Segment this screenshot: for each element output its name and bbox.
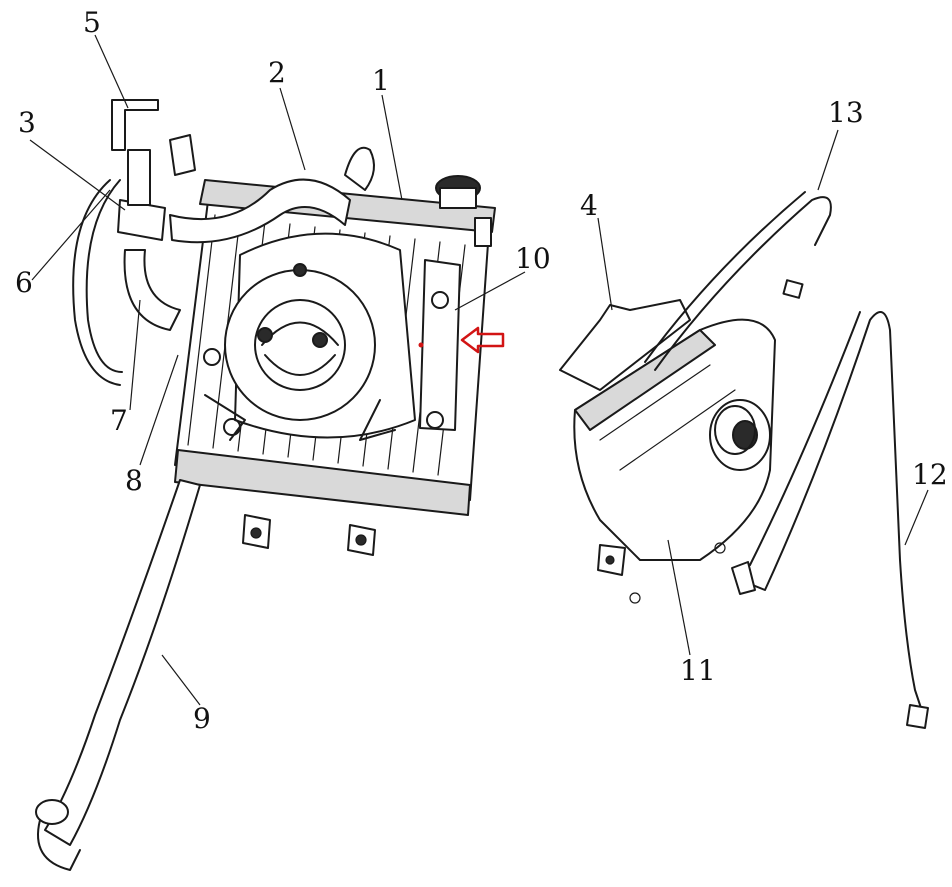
- pointer-arrow-icon: [418, 326, 505, 354]
- callout-6: 6: [15, 266, 33, 299]
- callout-1: 1: [372, 64, 390, 97]
- callout-12: 12: [912, 458, 948, 491]
- callout-11: 11: [680, 654, 716, 687]
- leader-lines: [29, 34, 929, 706]
- overflow-hose: [72, 179, 121, 386]
- fan-hub: [224, 269, 376, 421]
- callout-8: 8: [125, 464, 143, 497]
- callout-4: 4: [580, 189, 598, 222]
- callout-labels: 1 2 3 4 5 6 7 8 9 10 11 12 13: [15, 6, 948, 735]
- callout-5: 5: [83, 6, 101, 39]
- radiator-cap: [435, 175, 481, 209]
- callout-7: 7: [110, 404, 128, 437]
- callout-10: 10: [515, 242, 551, 275]
- lower-hose: [44, 479, 201, 846]
- expansion-tank-assembly: [559, 191, 929, 729]
- callout-13: 13: [828, 96, 864, 129]
- upper-hose: [169, 178, 351, 244]
- tank-hose-12: [739, 311, 926, 721]
- callout-9: 9: [193, 702, 211, 735]
- callout-3: 3: [18, 106, 36, 139]
- callout-2: 2: [268, 56, 286, 89]
- radiator-assembly: [35, 99, 496, 871]
- tank-hose-13: [654, 196, 832, 371]
